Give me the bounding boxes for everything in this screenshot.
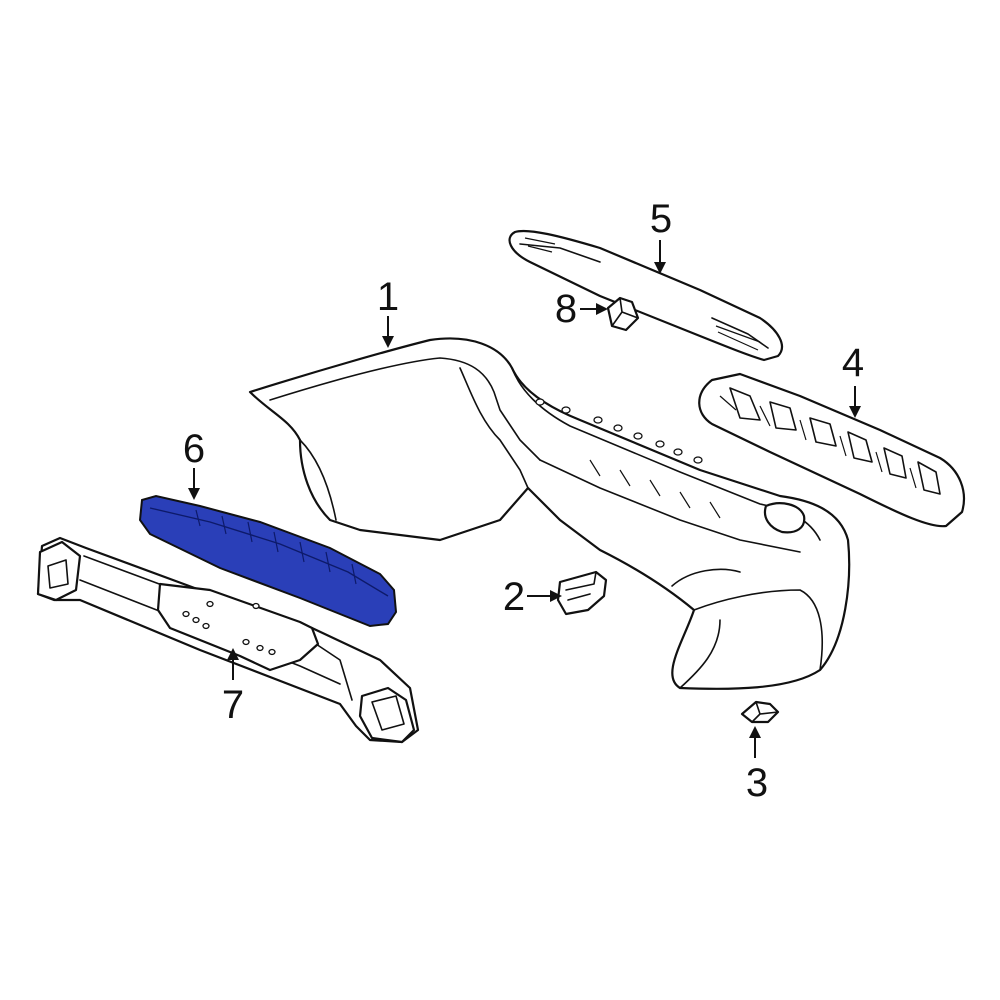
energy-absorber-upper-part[interactable] (698, 372, 966, 528)
callout-1[interactable]: 1 (377, 275, 399, 319)
energy-absorber-part[interactable] (138, 494, 398, 628)
callout-arrows (188, 240, 861, 758)
bumper-cover-mount-holes (535, 398, 703, 464)
bumper-cover-part[interactable] (248, 337, 851, 690)
retainer-clip-part[interactable] (606, 296, 640, 332)
callout-7[interactable]: 7 (222, 683, 244, 727)
callout-labels: 1 2 3 4 5 6 7 8 (183, 197, 864, 805)
callout-2[interactable]: 2 (503, 575, 525, 619)
callout-8[interactable]: 8 (555, 287, 577, 331)
bracket-left-part[interactable] (556, 570, 608, 616)
reinforcement-bar-holes (182, 600, 276, 656)
callout-6[interactable]: 6 (183, 427, 205, 471)
bracket-clip-part[interactable] (740, 700, 780, 724)
callout-5[interactable]: 5 (650, 197, 672, 241)
step-pad-part[interactable] (508, 229, 784, 362)
callout-3[interactable]: 3 (746, 761, 768, 805)
callout-4[interactable]: 4 (842, 341, 864, 385)
reinforcement-bar-part[interactable] (36, 536, 420, 744)
